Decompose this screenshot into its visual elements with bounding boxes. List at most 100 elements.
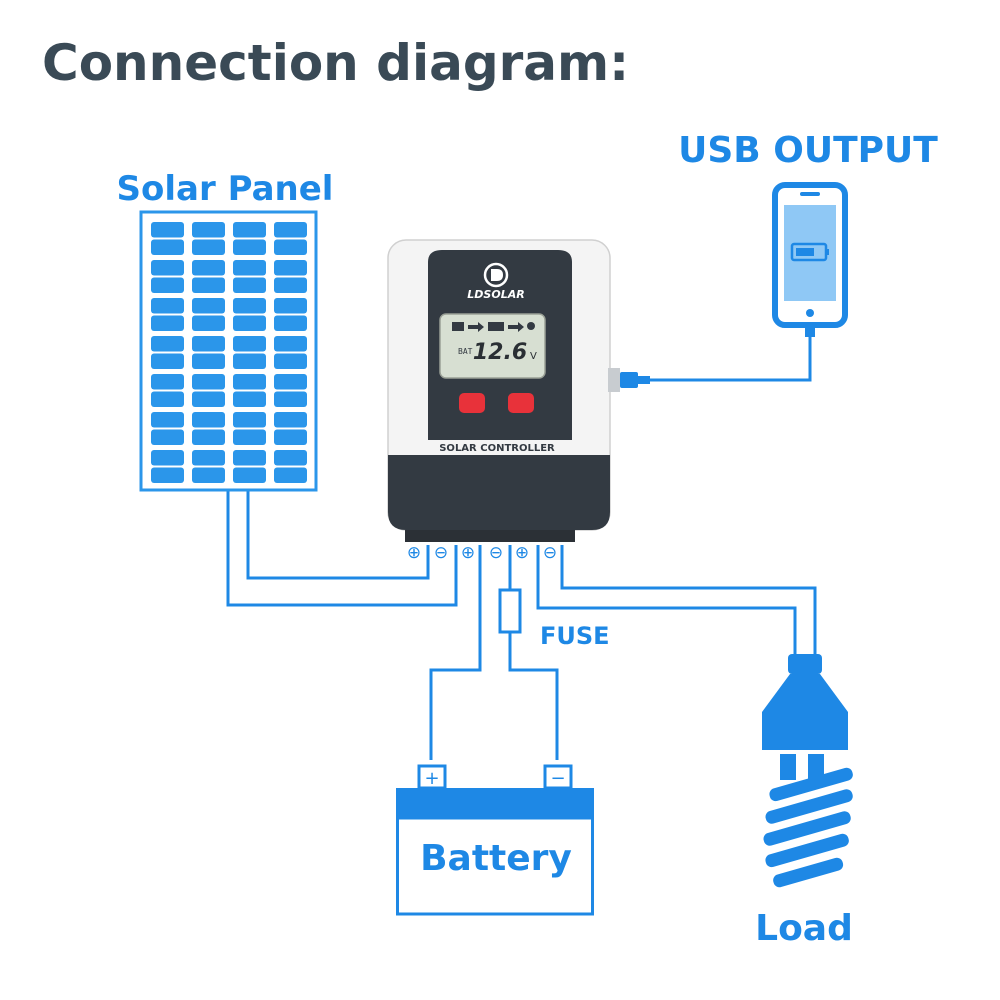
battery-charging-icon (790, 242, 829, 262)
load-label: Load (755, 908, 853, 949)
solar-cell (192, 467, 225, 483)
solar-cell (151, 374, 184, 390)
solar-cell (233, 298, 266, 314)
wire-load-positive (536, 545, 797, 655)
solar-cell (274, 429, 307, 445)
solar-cell (151, 239, 184, 255)
wire-usb (650, 335, 812, 382)
battery-label: Battery (420, 838, 572, 879)
solar-cell (233, 467, 266, 483)
solar-cell (233, 353, 266, 369)
solar-cell (233, 222, 266, 238)
solar-cell (151, 412, 184, 428)
solar-panel-cells (151, 222, 307, 483)
lcd-reading: 12.6 (473, 340, 527, 365)
wire-battery-negative-lower (508, 632, 559, 760)
solar-cell (151, 315, 184, 331)
wire-battery-positive (429, 545, 482, 760)
usb-output-label: USB OUTPUT (678, 130, 938, 171)
battery-icon: + − (396, 764, 594, 916)
ldsolar-logo-icon (483, 262, 509, 288)
solar-cell (151, 298, 184, 314)
controller-button-right[interactable] (508, 393, 534, 413)
solar-cell (192, 260, 225, 276)
solar-cell (274, 467, 307, 483)
solar-cell (233, 450, 266, 466)
solar-cell (151, 353, 184, 369)
solar-cell (233, 412, 266, 428)
solar-cell (274, 412, 307, 428)
terminal-load-negative: ⊖ (543, 543, 557, 563)
wire-solar-positive (246, 490, 430, 580)
lcd-flow-icons (452, 322, 535, 332)
solar-cell (274, 298, 307, 314)
terminal-load-positive: ⊕ (515, 543, 529, 563)
solar-cell (274, 277, 307, 293)
solar-cell (192, 429, 225, 445)
solar-cell (192, 353, 225, 369)
solar-cell (233, 315, 266, 331)
smartphone-icon (772, 182, 848, 337)
solar-cell (274, 260, 307, 276)
solar-cell (274, 391, 307, 407)
solar-cell (151, 467, 184, 483)
battery-negative-symbol: − (550, 768, 565, 789)
terminal-battery-positive: ⊕ (461, 543, 475, 563)
solar-cell (233, 239, 266, 255)
terminal-solar-negative: ⊖ (434, 543, 448, 563)
solar-cell (151, 222, 184, 238)
terminal-battery-negative: ⊖ (489, 543, 503, 563)
solar-cell (192, 222, 225, 238)
solar-panel-label: Solar Panel (117, 169, 334, 209)
solar-cell (233, 260, 266, 276)
solar-cell (233, 336, 266, 352)
controller-button-left[interactable] (459, 393, 485, 413)
terminal-solar-positive: ⊕ (407, 543, 421, 563)
solar-cell (151, 277, 184, 293)
solar-cell (233, 374, 266, 390)
lcd-status: BAT (458, 347, 473, 356)
usb-port (608, 368, 620, 392)
solar-cell (151, 260, 184, 276)
solar-cell (192, 391, 225, 407)
wire-load-negative (560, 545, 817, 655)
terminal-symbols: ⊕ ⊖ ⊕ ⊖ ⊕ ⊖ (407, 543, 557, 563)
solar-cell (233, 391, 266, 407)
solar-panel-icon (139, 210, 318, 492)
solar-cell (192, 374, 225, 390)
solar-cell (274, 353, 307, 369)
solar-cell (233, 429, 266, 445)
controller-brand: LDSOLAR (467, 288, 524, 301)
solar-cell (192, 412, 225, 428)
solar-cell (192, 277, 225, 293)
wire-solar-negative (226, 490, 458, 607)
solar-cell (274, 222, 307, 238)
solar-cell (192, 336, 225, 352)
solar-cell (274, 450, 307, 466)
solar-cell (151, 336, 184, 352)
solar-cell (192, 450, 225, 466)
solar-cell (274, 374, 307, 390)
solar-cell (233, 277, 266, 293)
solar-cell (151, 391, 184, 407)
solar-cell (151, 429, 184, 445)
solar-cell (274, 336, 307, 352)
fuse-icon (498, 588, 522, 634)
solar-cell (192, 315, 225, 331)
solar-cell (274, 239, 307, 255)
fuse-label: FUSE (540, 622, 610, 650)
solar-cell (192, 298, 225, 314)
wires (226, 335, 817, 760)
page-title: Connection diagram: (42, 34, 629, 92)
solar-controller: LDSOLAR BAT 12.6 V SOLAR CONTROLLER (387, 239, 650, 542)
solar-cell (151, 450, 184, 466)
solar-cell (192, 239, 225, 255)
battery-positive-symbol: + (424, 768, 439, 789)
cfl-bulb-icon (762, 654, 853, 888)
solar-cell (274, 315, 307, 331)
terminal-strip (405, 530, 575, 542)
lcd-unit: V (530, 351, 537, 362)
usb-plug-icon (620, 372, 638, 388)
controller-name: SOLAR CONTROLLER (439, 443, 555, 454)
